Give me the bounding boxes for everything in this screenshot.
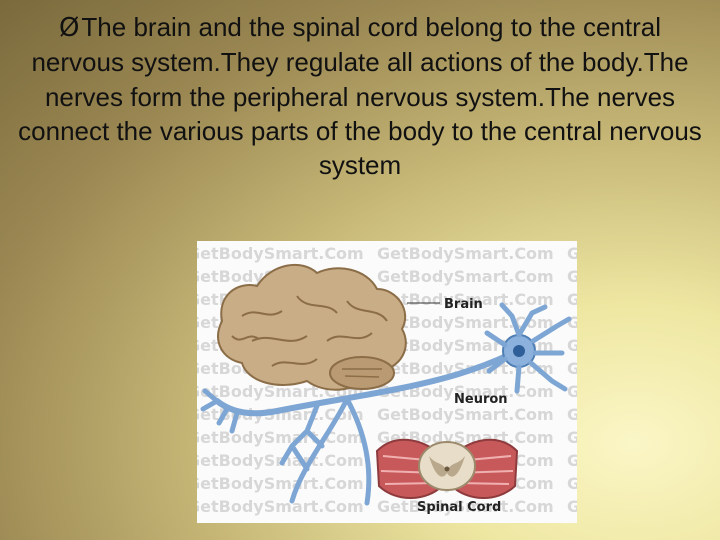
- spinal-cord-label: Spinal Cord: [417, 500, 501, 515]
- slide-bullet-text: ØThe brain and the spinal cord belong to…: [10, 10, 710, 183]
- watermark-text: GetBodySmart.Com: [197, 451, 364, 470]
- watermark-text: GetBodySmart.Com: [377, 267, 554, 286]
- arrow-bullet-icon: Ø: [59, 11, 79, 45]
- nervous-system-illustration: GetBodySmart.ComGetBodySmart.ComGetBodyS…: [197, 241, 577, 523]
- watermark-text: GetBodySmart.Com: [567, 244, 577, 263]
- watermark-text: GetBodySmart.Com: [567, 474, 577, 493]
- bullet-text: The brain and the spinal cord belong to …: [18, 12, 702, 180]
- watermark-text: GetBodySmart.Com: [567, 382, 577, 401]
- watermark-text: GetBodySmart.Com: [567, 290, 577, 309]
- brain-label: Brain: [444, 297, 483, 312]
- watermark-text: GetBodySmart.Com: [567, 405, 577, 424]
- watermark-text: GetBodySmart.Com: [377, 244, 554, 263]
- watermark-text: GetBodySmart.Com: [567, 359, 577, 378]
- watermark-text: GetBodySmart.Com: [567, 336, 577, 355]
- watermark-text: GetBodySmart.Com: [197, 474, 364, 493]
- watermark-text: GetBodySmart.Com: [567, 428, 577, 447]
- neuron-label: Neuron: [454, 392, 508, 407]
- watermark-text: GetBodySmart.Com: [567, 267, 577, 286]
- watermark-text: GetBodySmart.Com: [567, 451, 577, 470]
- illustration-svg: GetBodySmart.ComGetBodySmart.ComGetBodyS…: [197, 241, 577, 523]
- watermark-text: GetBodySmart.Com: [377, 405, 554, 424]
- watermark-text: GetBodySmart.Com: [567, 497, 577, 516]
- watermark-text: GetBodySmart.Com: [197, 428, 364, 447]
- watermark-text: GetBodySmart.Com: [197, 244, 364, 263]
- watermark-text: GetBodySmart.Com: [197, 497, 364, 516]
- watermark-text: GetBodySmart.Com: [567, 313, 577, 332]
- spinal-cord-illustration: [377, 440, 517, 498]
